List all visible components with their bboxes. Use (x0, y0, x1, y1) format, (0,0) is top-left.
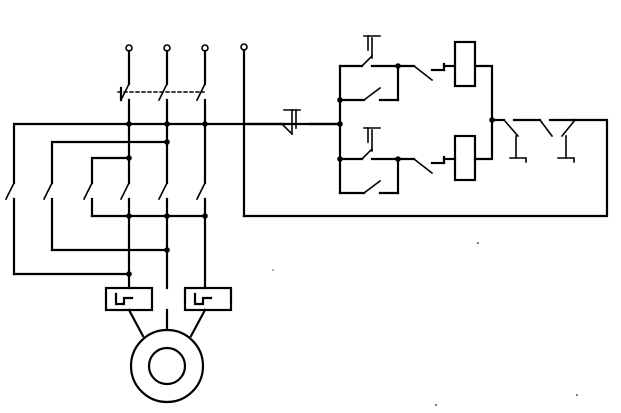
motor-icon (127, 308, 207, 404)
thermal-relay-2-icon (183, 286, 233, 312)
contactor-coil-1-icon (453, 40, 477, 88)
thermal-relay-1-icon (104, 286, 154, 312)
interlock-contact-1-icon (396, 62, 457, 82)
thermal-relay-contacts-icon (490, 118, 577, 163)
scan-specks (272, 242, 578, 406)
contact-group-3 (82, 181, 207, 290)
contact-group-2 (42, 181, 54, 252)
main-switch-icon (117, 82, 207, 126)
contact-group-1 (4, 181, 16, 276)
start-pushbutton-2-icon (338, 127, 400, 161)
contactor-coil-2-icon (453, 134, 477, 182)
supply-terminals (125, 43, 248, 86)
stop-pushbutton-icon (242, 109, 342, 136)
interlock-contact-2-icon (396, 155, 457, 175)
start-pushbutton-1-icon (338, 35, 400, 68)
latch-contact-1-icon (338, 64, 400, 102)
control-circuit (242, 35, 609, 218)
power-wiring (4, 121, 342, 290)
latch-contact-2-icon (338, 157, 400, 195)
